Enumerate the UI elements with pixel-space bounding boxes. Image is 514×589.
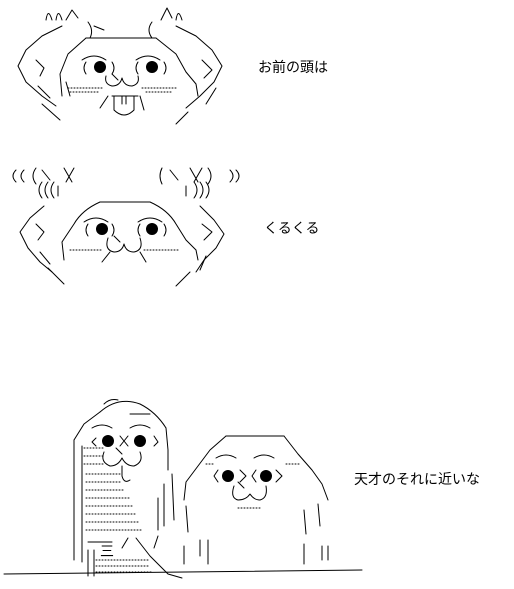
figure-2-spinning-face: [12, 167, 240, 287]
figure-1-shading: [67, 87, 177, 93]
figure-3-tall-hooded-figure: [73, 399, 183, 579]
figure-1-filled-marks: [94, 61, 158, 73]
ground-line: [3, 569, 363, 575]
figure-4-shading: [205, 463, 301, 509]
figure-2-filled-marks: [96, 223, 158, 235]
caption-top: お前の頭は: [258, 60, 328, 76]
figure-3-body-lettering: 三: [100, 544, 114, 560]
figure-1-crab-face: [17, 7, 223, 125]
figure-3-filled-marks: [102, 435, 146, 447]
figure-4-round-figure: [183, 435, 329, 565]
figure-4-filled-marks: [222, 470, 272, 482]
caption-middle: くるくる: [264, 221, 320, 237]
figure-3-hatching: [83, 447, 153, 573]
caption-bottom: 天才のそれに近いな: [354, 472, 480, 488]
